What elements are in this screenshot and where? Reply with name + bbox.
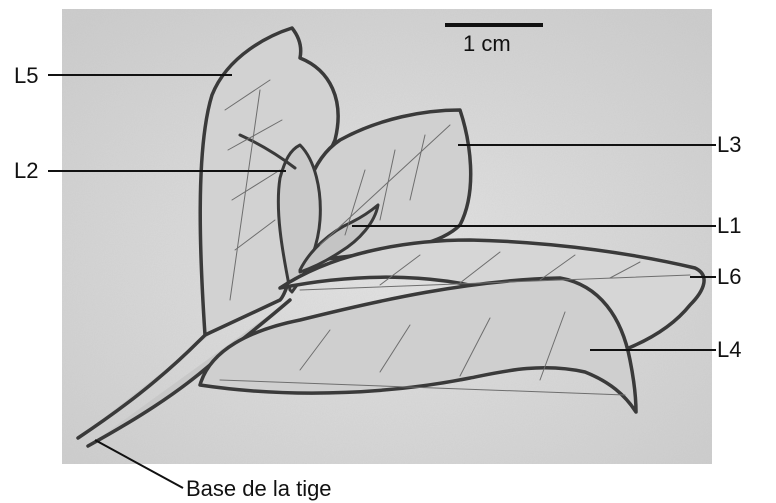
label-L6: L6 [717, 264, 741, 289]
label-L5: L5 [14, 63, 38, 88]
label-stem-base: Base de la tige [186, 476, 332, 501]
label-L1: L1 [717, 213, 741, 238]
label-L3: L3 [717, 132, 741, 157]
drawing-photo: 1 cm [62, 9, 712, 464]
scale-bar-label: 1 cm [463, 31, 511, 56]
label-L4: L4 [717, 337, 741, 362]
label-L2: L2 [14, 158, 38, 183]
